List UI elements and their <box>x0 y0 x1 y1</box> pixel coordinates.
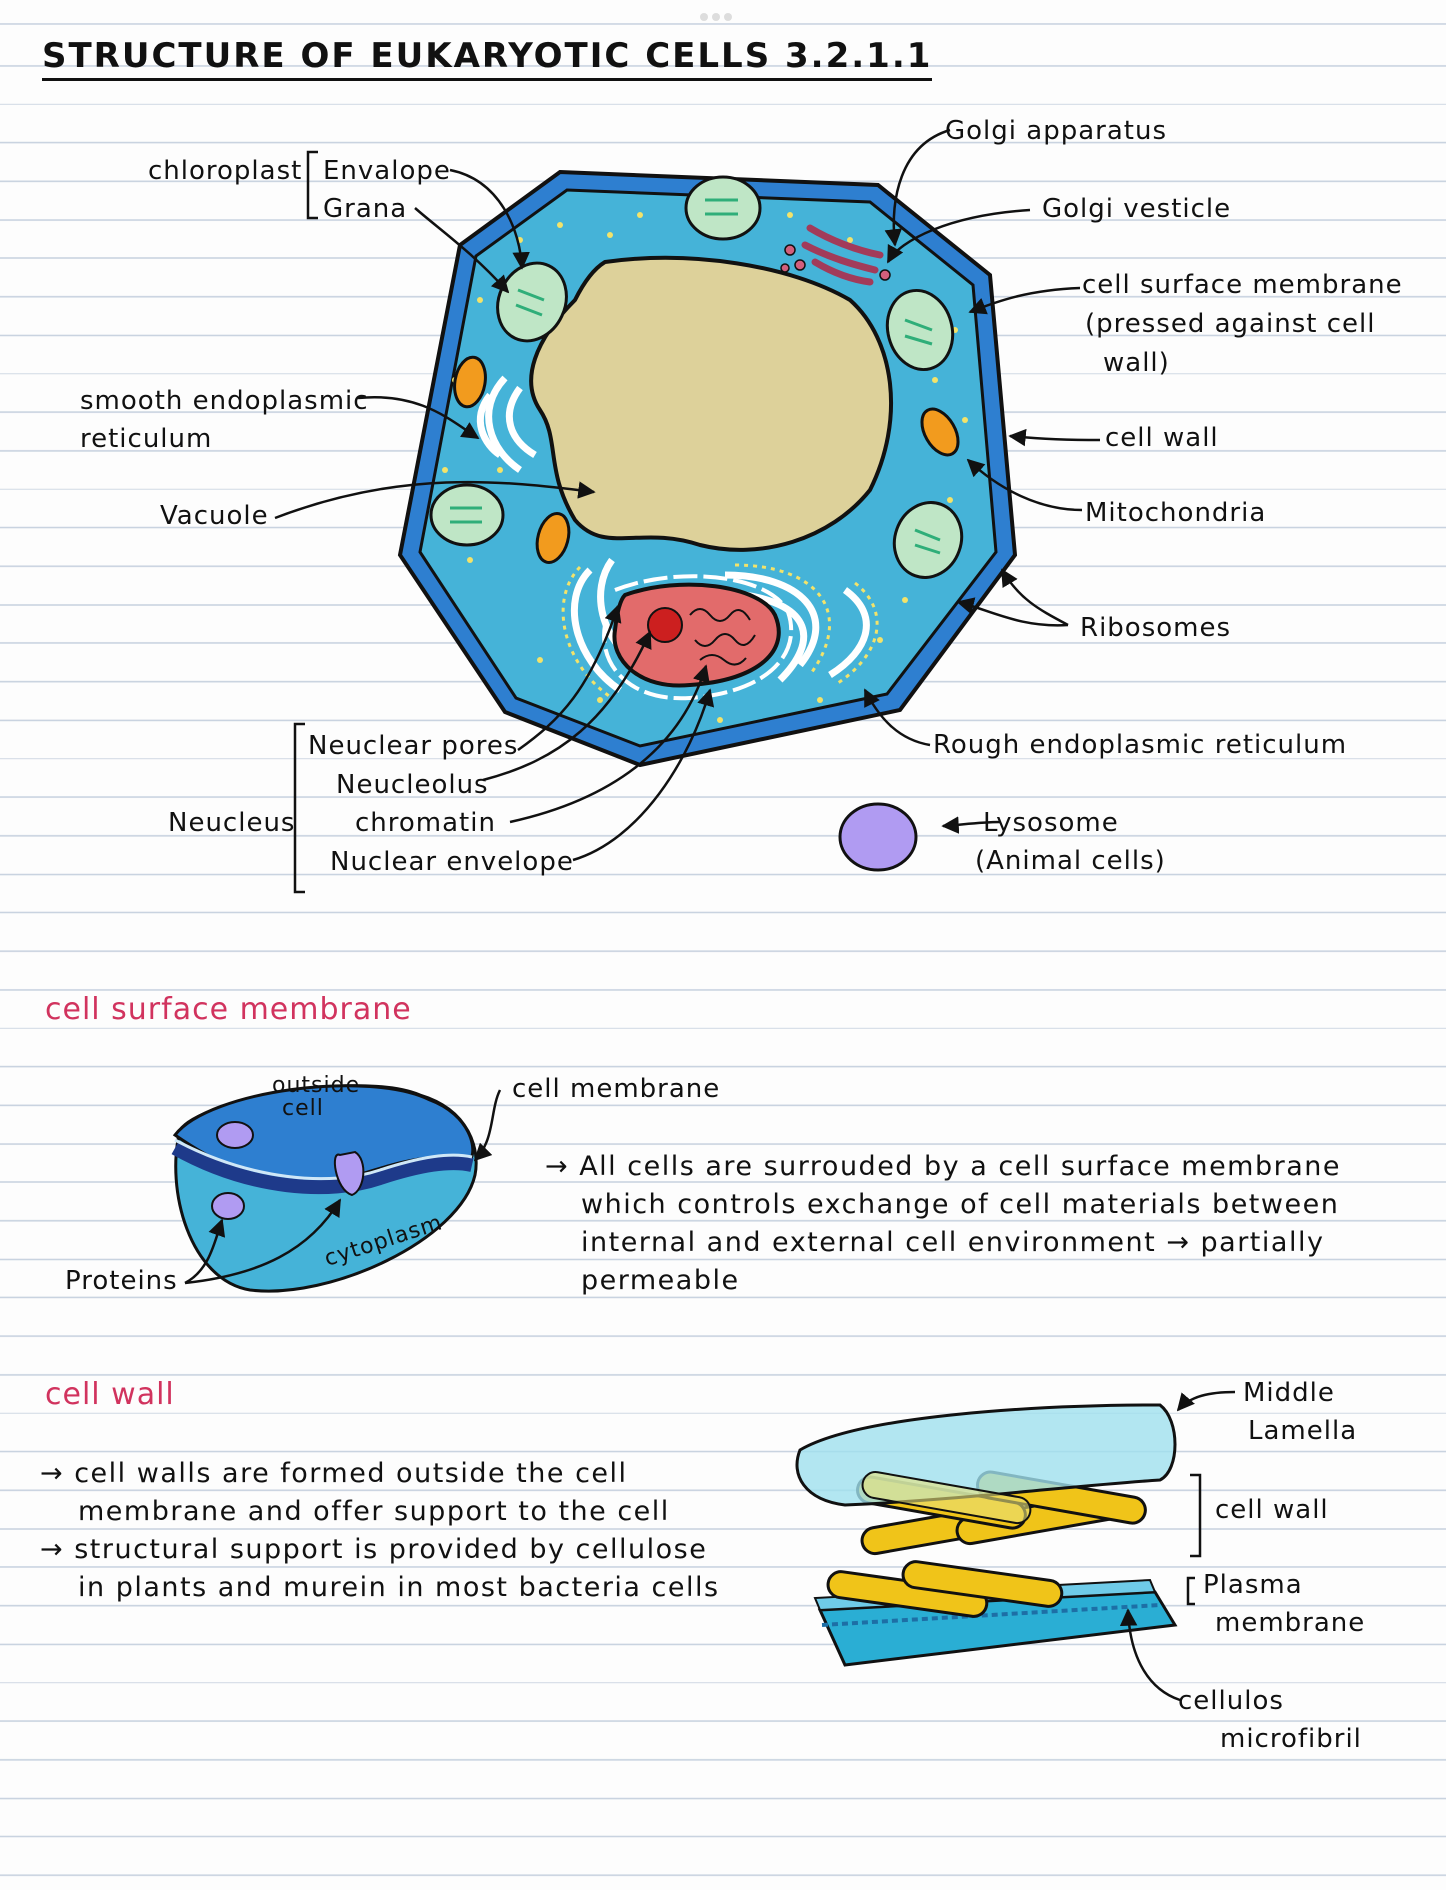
membrane-line-2: which controls exchange of cell material… <box>581 1189 1340 1220</box>
mitochondria-shapes <box>453 355 960 564</box>
wall-line-4: in plants and murein in most bacteria ce… <box>78 1572 720 1603</box>
label-cellulos-2: microfibril <box>1220 1724 1362 1754</box>
membrane-diagram <box>171 1084 502 1293</box>
chromatin-shape <box>689 608 756 666</box>
label-vacuole: Vacuole <box>160 501 269 531</box>
label-plasma-1: Plasma <box>1203 1570 1303 1600</box>
wall-line-1: → cell walls are formed outside the cell <box>40 1458 628 1489</box>
membrane-description: → All cells are surrouded by a cell surf… <box>545 1148 1341 1300</box>
label-proteins: Proteins <box>65 1266 178 1296</box>
cell-wall-diagram <box>795 1390 1236 1702</box>
membrane-line-1: → All cells are surrouded by a cell surf… <box>545 1151 1341 1182</box>
label-nucleolus: Neucleolus <box>336 770 489 800</box>
wall-line-3: → structural support is provided by cell… <box>40 1534 708 1565</box>
label-nuclear-envelope: Nuclear envelope <box>330 847 574 877</box>
golgi-shape <box>801 224 884 286</box>
cell-diagram <box>274 128 1101 894</box>
label-nucleus: Neucleus <box>168 808 296 838</box>
label-cellulos-1: cellulos <box>1178 1686 1284 1716</box>
rough-er-ribosomes <box>561 563 879 700</box>
label-cell-wall: cell wall <box>1105 423 1219 453</box>
label-smooth-er-1: smooth endoplasmic <box>80 386 369 416</box>
label-smooth-er-2: reticulum <box>80 424 213 454</box>
label-csm-2: (pressed against cell <box>1085 309 1376 339</box>
vacuole-shape <box>529 255 894 552</box>
label-golgi-vesicle: Golgi vesticle <box>1042 194 1232 224</box>
label-plasma-2: membrane <box>1215 1608 1366 1638</box>
label-lysosome-2: (Animal cells) <box>975 846 1166 876</box>
label-chromatin: chromatin <box>355 808 496 838</box>
nucleolus-shape <box>647 607 683 643</box>
window-dots <box>700 6 746 21</box>
label-envelope: Envalope <box>323 156 451 186</box>
nuclear-envelope-outline <box>602 574 794 701</box>
label-golgi-apparatus: Golgi apparatus <box>945 116 1167 146</box>
label-ribosomes: Ribosomes <box>1080 613 1232 643</box>
smooth-er-shape <box>476 375 537 473</box>
label-csm-3: wall) <box>1103 348 1170 378</box>
golgi-vesicles <box>780 244 891 281</box>
label-wall-cell-wall: cell wall <box>1215 1495 1329 1525</box>
wall-description: → cell walls are formed outside the cell… <box>40 1455 720 1607</box>
label-grana: Grana <box>323 194 408 224</box>
label-rough-er: Rough endoplasmic reticulum <box>933 730 1348 760</box>
grana-marks <box>450 198 941 555</box>
label-cell-membrane: cell membrane <box>512 1074 721 1104</box>
lysosome-shape <box>838 802 918 872</box>
label-chloroplast: chloroplast <box>148 156 303 186</box>
label-mitochondria: Mitochondria <box>1085 498 1267 528</box>
section-heading-wall: cell wall <box>45 1377 175 1412</box>
wall-line-2: membrane and offer support to the cell <box>78 1496 670 1527</box>
membrane-line-4: permeable <box>581 1265 740 1296</box>
membrane-line-3: internal and external cell environment →… <box>581 1227 1325 1258</box>
label-outside-2: cell <box>282 1096 324 1121</box>
label-middle-lamella-1: Middle <box>1243 1378 1335 1408</box>
label-lysosome-1: Lysosome <box>983 808 1119 838</box>
label-middle-lamella-2: Lamella <box>1248 1416 1358 1446</box>
page-title: STRUCTURE OF EUKARYOTIC CELLS 3.2.1.1 <box>42 36 933 81</box>
chloroplasts <box>429 175 964 579</box>
section-heading-membrane: cell surface membrane <box>45 992 412 1027</box>
label-csm-1: cell surface membrane <box>1082 270 1403 300</box>
label-nuclear-pores: Neuclear pores <box>308 731 519 761</box>
label-outside-1: outside <box>272 1073 361 1098</box>
